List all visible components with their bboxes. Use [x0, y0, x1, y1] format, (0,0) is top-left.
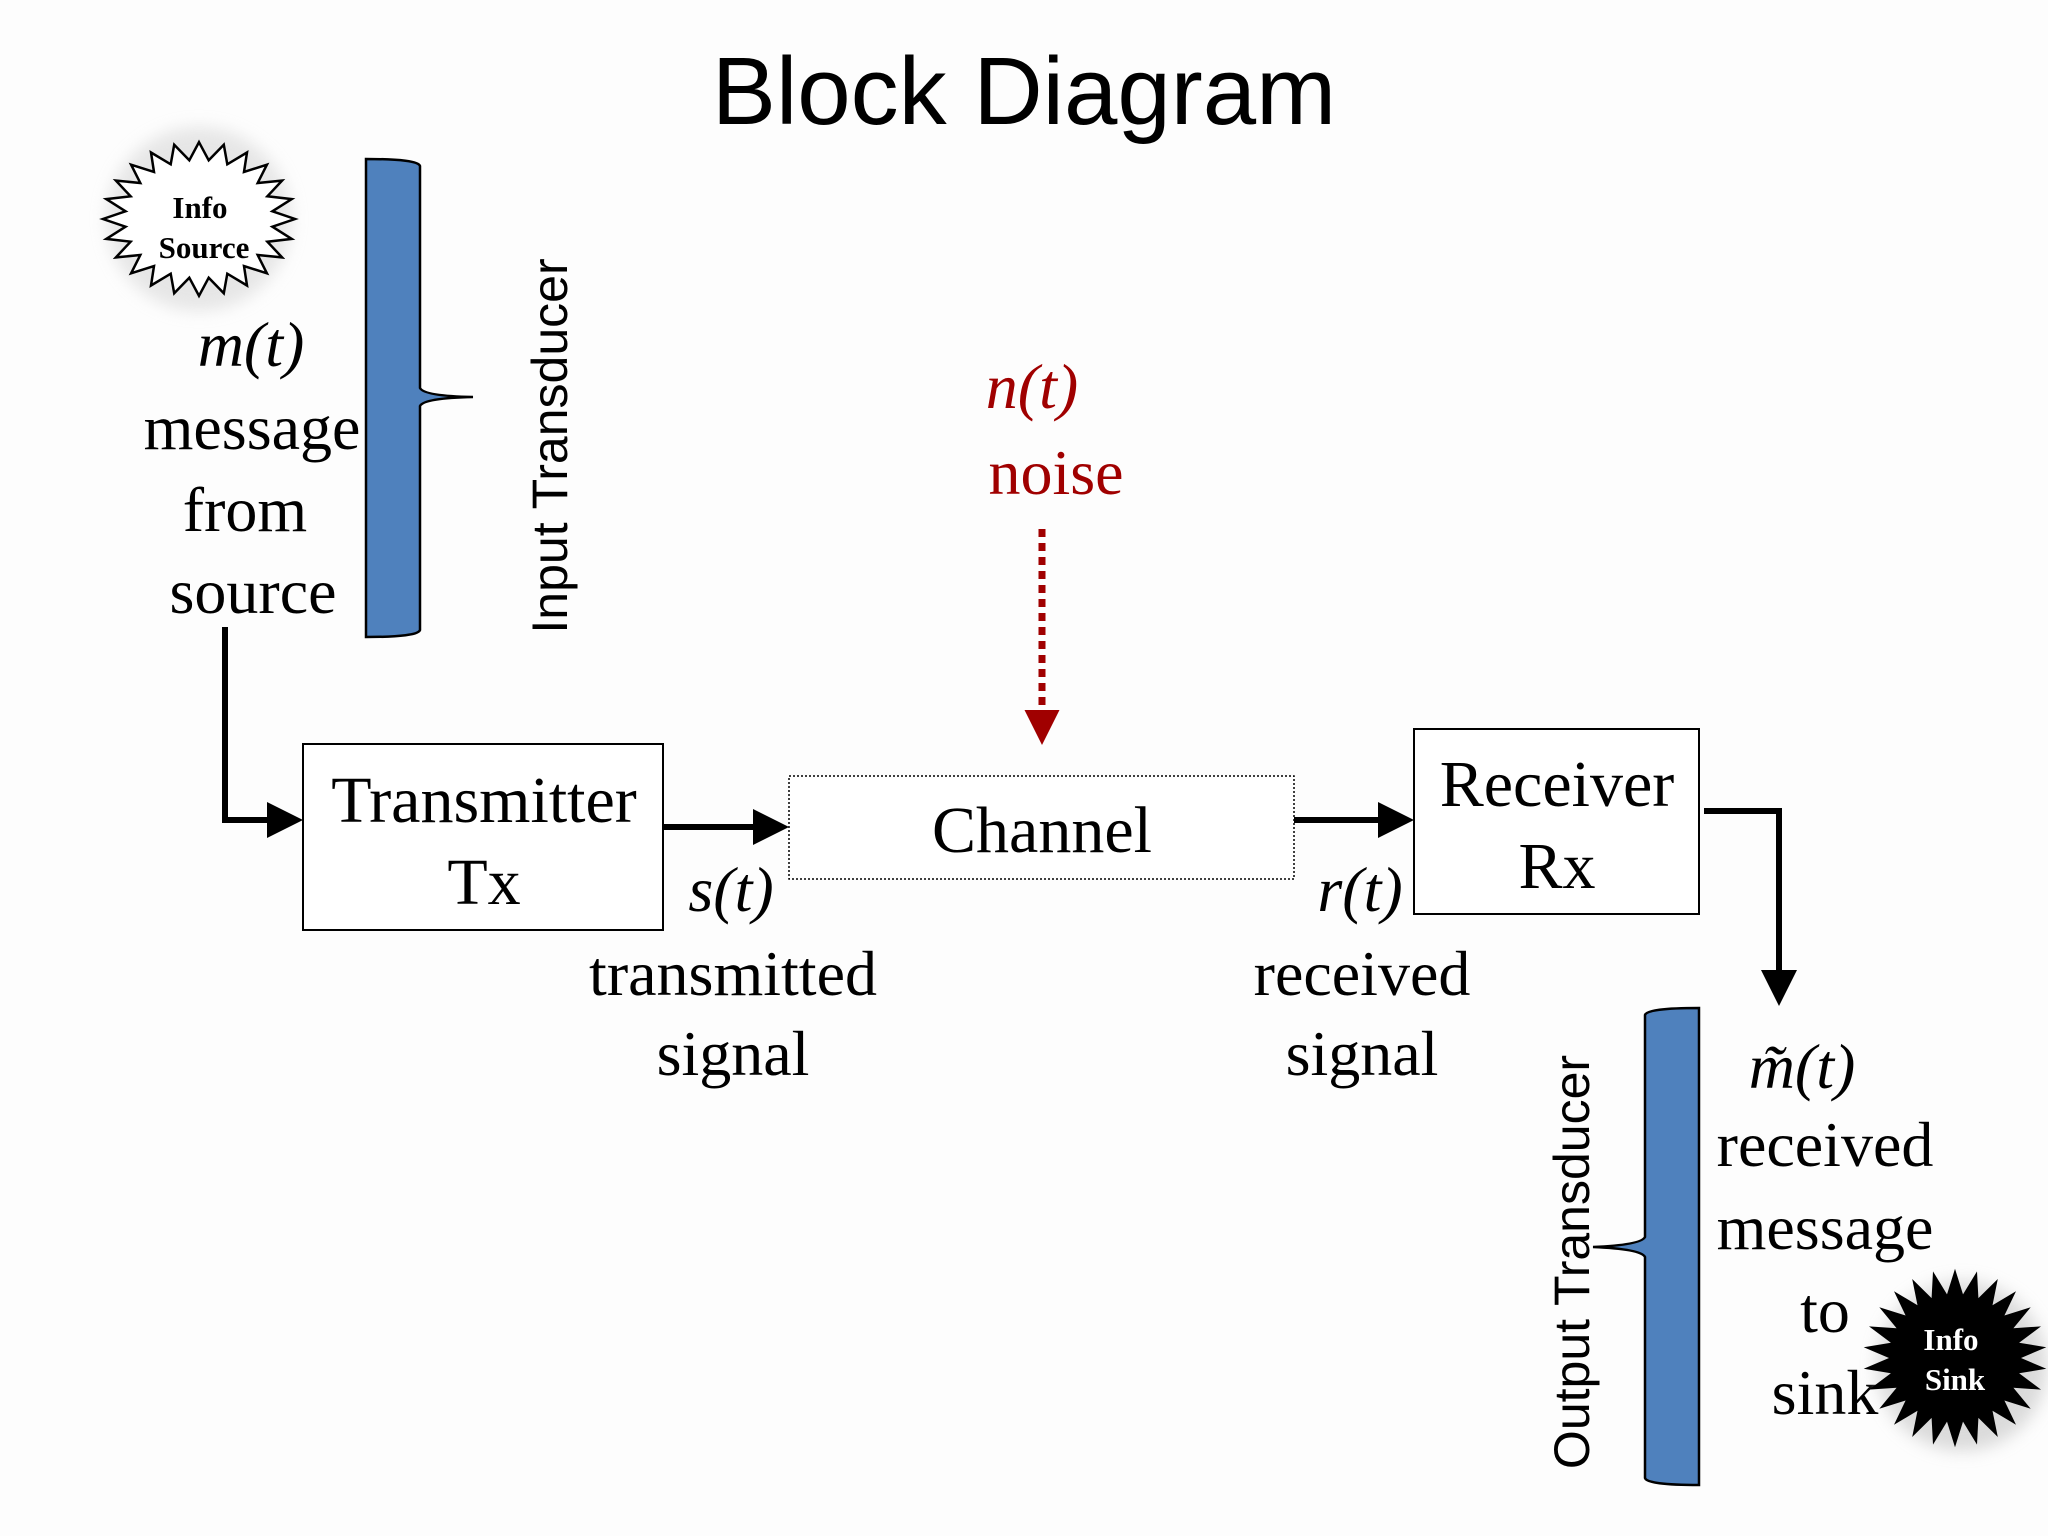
received-message-label-3: to	[1800, 1275, 1850, 1346]
input-transducer-label: Input Transducer	[522, 258, 578, 633]
message-label-2: from	[183, 474, 307, 545]
receiver-label: Receiver	[1440, 748, 1675, 821]
received-signal-label-1: received	[1254, 938, 1471, 1009]
info-sink-label-1: Info	[1923, 1322, 1978, 1357]
channel-block[interactable]: Channel	[788, 775, 1295, 880]
transmitted-label-1: transmitted	[589, 938, 877, 1009]
arrow-source-to-transmitter	[222, 627, 303, 838]
noise-symbol: n(t)	[986, 351, 1078, 422]
message-symbol: m(t)	[198, 309, 305, 380]
output-transducer-brace	[1592, 1006, 1701, 1487]
channel-label: Channel	[932, 794, 1152, 867]
message-label-1: message	[144, 392, 361, 463]
noise-label: noise	[988, 437, 1123, 508]
received-message-label-4: sink	[1772, 1357, 1879, 1428]
message-label-3: source	[169, 556, 336, 627]
received-signal-symbol: r(t)	[1317, 854, 1402, 925]
transmitted-label-2: signal	[657, 1018, 810, 1089]
received-message-label-1: received	[1717, 1109, 1934, 1180]
info-source-starburst: Info Source	[99, 127, 299, 311]
info-sink-label-2: Sink	[1925, 1362, 1986, 1397]
arrow-receiver-to-output	[1704, 808, 1797, 1006]
received-message-symbol: m̃(t)	[1749, 1031, 1856, 1102]
receiver-abbrev: Rx	[1518, 830, 1595, 903]
info-source-label-2: Source	[159, 230, 250, 265]
transmitted-symbol: s(t)	[688, 854, 773, 925]
transmitter-block[interactable]: Transmitter Tx	[302, 743, 664, 931]
info-source-label-1: Info	[172, 190, 227, 225]
input-transducer-brace	[364, 157, 474, 639]
slide-title: Block Diagram	[712, 38, 1336, 145]
transmitter-label: Transmitter	[331, 764, 637, 837]
received-message-label-2: message	[1717, 1192, 1934, 1263]
info-sink-starburst: Info Sink	[1863, 1268, 2047, 1451]
output-transducer-label: Output Transducer	[1544, 1055, 1600, 1469]
transmitter-abbrev: Tx	[447, 846, 520, 919]
receiver-block[interactable]: Receiver Rx	[1413, 728, 1700, 915]
received-signal-label-2: signal	[1286, 1018, 1439, 1089]
